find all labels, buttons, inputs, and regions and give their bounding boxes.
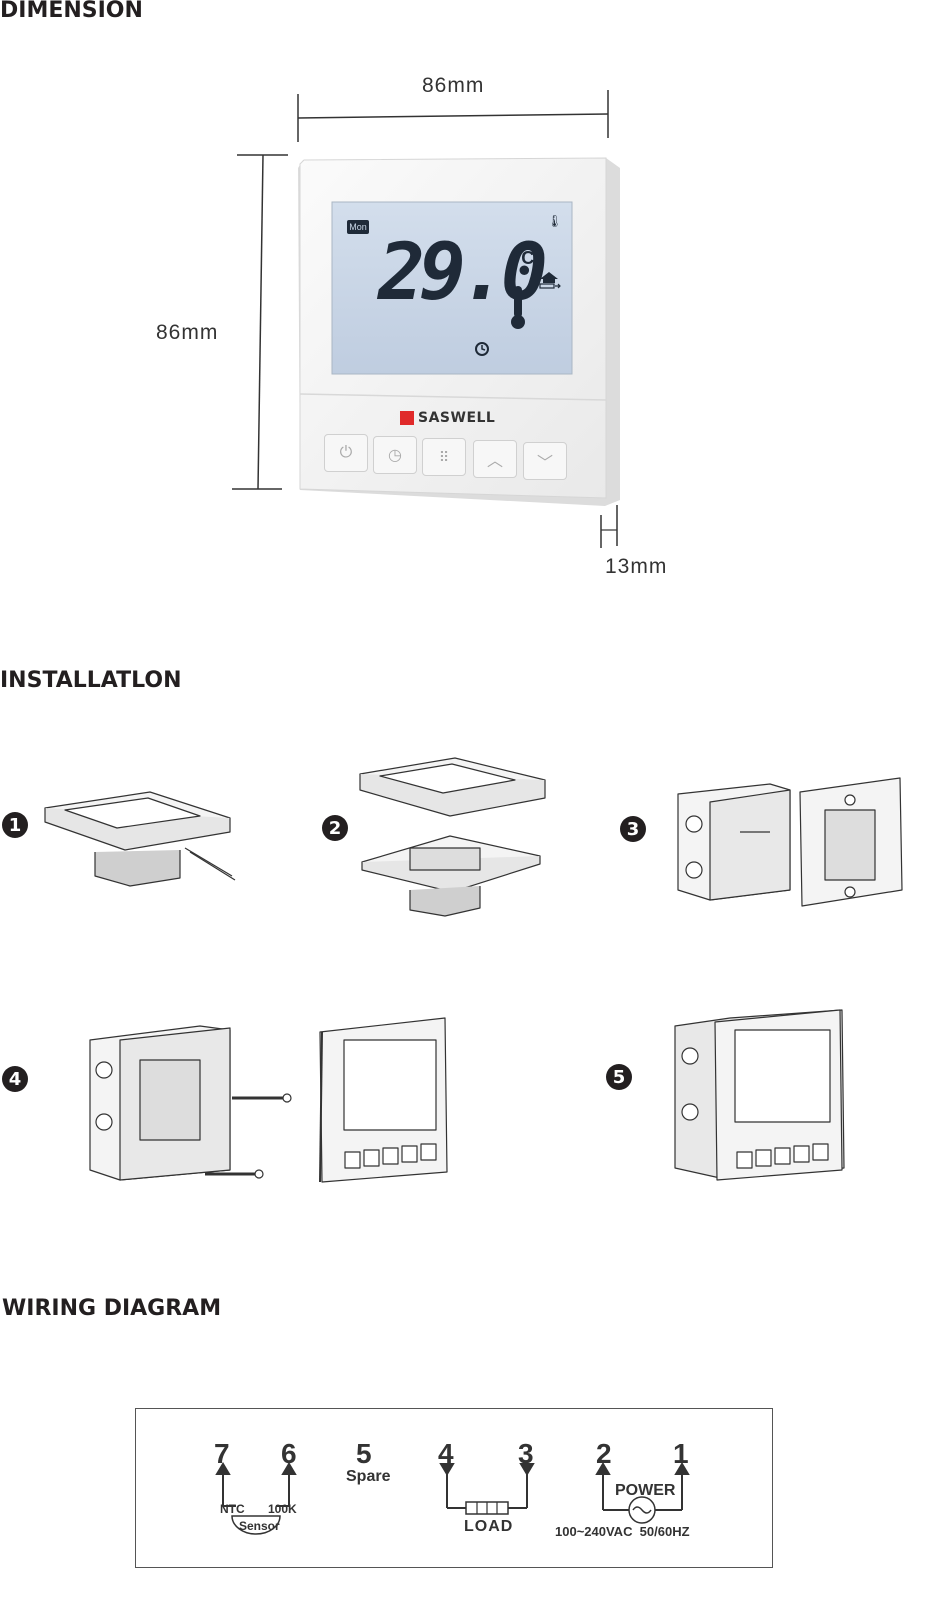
down-button[interactable]: ﹀ <box>523 442 567 480</box>
terminal-2: 2 <box>596 1438 612 1469</box>
brand-logo: SASWELL <box>400 410 495 426</box>
lcd-unit: °C <box>514 248 535 268</box>
terminal-5: 5 <box>356 1438 372 1469</box>
step-3-illustration <box>677 777 903 907</box>
step-3-badge: 3 <box>620 816 646 842</box>
terminal-6: 6 <box>281 1438 297 1469</box>
wiring-lines <box>215 1462 690 1535</box>
brand-mark-icon <box>400 411 414 425</box>
voltage-label: 100~240VAC 50/60HZ <box>555 1524 690 1539</box>
menu-button[interactable]: ⠿ <box>422 438 466 476</box>
step-1-badge: 1 <box>2 812 28 838</box>
width-label: 86mm <box>422 74 485 97</box>
terminal-1: 1 <box>673 1438 689 1469</box>
chevron-down-icon: ﹀ <box>536 455 553 472</box>
clock-button[interactable]: ◷ <box>373 436 417 474</box>
terminal-4: 4 <box>438 1438 454 1469</box>
lcd-clock-icon <box>475 342 489 356</box>
dimension-title: DIMENSION <box>0 0 143 23</box>
wiring-title: WIRING DIAGRAM <box>2 1296 222 1321</box>
brand-name: SASWELL <box>418 410 496 426</box>
dimension-drawing <box>232 90 620 548</box>
k100-label: 100K <box>268 1502 297 1516</box>
up-button[interactable]: ︿ <box>473 440 517 478</box>
terminal-7: 7 <box>214 1438 230 1469</box>
ntc-label: NTC <box>220 1502 245 1516</box>
load-label: LOAD <box>464 1518 514 1535</box>
lcd-thermometer-icon <box>511 286 525 329</box>
chevron-up-icon: ︿ <box>486 453 503 470</box>
installation-title: INSTALLATLON <box>0 668 182 693</box>
sensor-label: Sensor <box>239 1519 280 1533</box>
depth-label: 13mm <box>605 555 668 578</box>
clock-icon: ◷ <box>388 447 402 464</box>
spare-label: Spare <box>346 1468 391 1485</box>
power-button[interactable]: ⏻ <box>324 434 368 472</box>
lcd-indicator-icon: 🌡 <box>547 214 563 228</box>
power-icon: ⏻ <box>339 444 353 461</box>
terminal-3: 3 <box>518 1438 534 1469</box>
step-1-illustration <box>44 791 236 887</box>
power-label: POWER <box>615 1482 676 1499</box>
lcd-day-badge: Mon <box>347 220 369 234</box>
installation-illustrations <box>44 757 903 1183</box>
wiring-diagram-box <box>135 1408 773 1568</box>
step-5-illustration <box>674 1009 845 1181</box>
lcd-home-icon <box>539 272 561 289</box>
grid-icon: ⠿ <box>438 448 450 465</box>
step-4-badge: 4 <box>2 1066 28 1092</box>
step-4-illustration <box>89 1017 448 1183</box>
step-2-illustration <box>359 757 546 917</box>
step-2-badge: 2 <box>322 815 348 841</box>
step-5-badge: 5 <box>606 1064 632 1090</box>
height-label: 86mm <box>156 321 219 344</box>
